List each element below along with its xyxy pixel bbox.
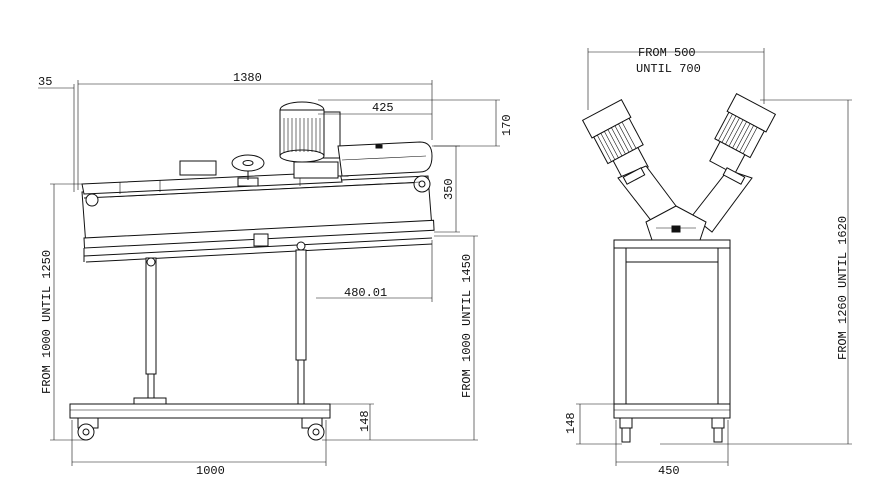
left-motor <box>581 98 649 181</box>
side-dimension-labels: 1380 35 425 170 350 480.01 FROM 1000 UNT… <box>38 71 514 478</box>
dim-1380: 1380 <box>233 71 262 85</box>
guide-rail <box>81 160 343 195</box>
right-motor <box>709 92 777 175</box>
side-view: 1380 35 425 170 350 480.01 FROM 1000 UNT… <box>38 71 514 478</box>
dim-span-until: UNTIL 700 <box>636 62 701 76</box>
dim-span-from: FROM 500 <box>638 46 696 60</box>
dim-height-range-front: FROM 1260 UNTIL 1620 <box>836 216 850 360</box>
stand <box>133 241 307 405</box>
front-dimensions <box>576 48 852 466</box>
handwheel <box>231 154 265 180</box>
dim-148-side: 148 <box>358 410 372 432</box>
base-frame <box>69 403 331 441</box>
v-belts <box>617 165 753 241</box>
dim-480: 480.01 <box>344 286 387 300</box>
dim-35: 35 <box>38 75 52 89</box>
dim-height-range: FROM 1000 UNTIL 1250 <box>40 250 54 394</box>
dim-1000: 1000 <box>196 464 225 478</box>
dim-height-range-2: FROM 1000 UNTIL 1450 <box>460 254 474 398</box>
belt-conveyor-body <box>81 175 435 263</box>
dim-170: 170 <box>500 114 514 136</box>
motor <box>279 101 349 179</box>
front-dimension-labels: FROM 500 UNTIL 700 FROM 1260 UNTIL 1620 … <box>564 46 850 478</box>
dim-148-front: 148 <box>564 412 578 434</box>
front-view: FROM 500 UNTIL 700 FROM 1260 UNTIL 1620 … <box>564 46 852 478</box>
dim-350: 350 <box>442 178 456 200</box>
front-frame <box>613 239 731 443</box>
side-dimensions <box>38 80 500 466</box>
dim-450: 450 <box>658 464 680 478</box>
drive-housing <box>337 141 433 177</box>
dim-425: 425 <box>372 101 394 115</box>
